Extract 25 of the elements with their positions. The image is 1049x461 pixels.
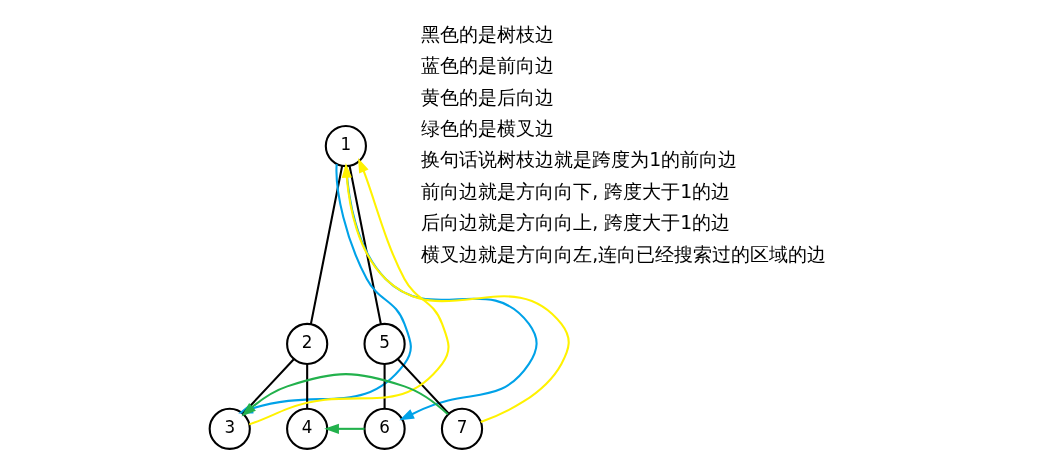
label: 黄色的是后向边 xyxy=(420,86,554,108)
arrow xyxy=(241,372,449,416)
connector xyxy=(309,165,343,324)
connector xyxy=(383,363,386,409)
connector xyxy=(241,357,295,414)
label: 前向边就是方向向下, 跨度大于1的边 xyxy=(420,180,730,202)
node-circle: 4 xyxy=(285,407,328,450)
node-circle: 7 xyxy=(440,407,483,450)
node-circle: 3 xyxy=(208,407,251,450)
arrow xyxy=(323,423,364,434)
arrow xyxy=(248,157,449,425)
connector xyxy=(396,357,450,414)
node-circle: 5 xyxy=(362,322,406,365)
label: 蓝色的是前向边 xyxy=(420,54,554,76)
label: 绿色的是横叉边 xyxy=(420,117,554,139)
label: 横叉边就是方向向左,连向已经搜索过的区域的边 xyxy=(420,243,826,265)
connector xyxy=(305,363,308,409)
node-circle: 2 xyxy=(285,322,328,365)
label: 换句话说树枝边就是跨度为1的前向边 xyxy=(420,148,737,170)
arrow xyxy=(341,162,570,423)
node-circle: 6 xyxy=(362,407,406,450)
node-circle: 1 xyxy=(324,124,367,167)
label: 黑色的是树枝边 xyxy=(420,23,554,45)
connector xyxy=(348,165,382,324)
label: 后向边就是方向向上, 跨度大于1的边 xyxy=(420,211,730,233)
